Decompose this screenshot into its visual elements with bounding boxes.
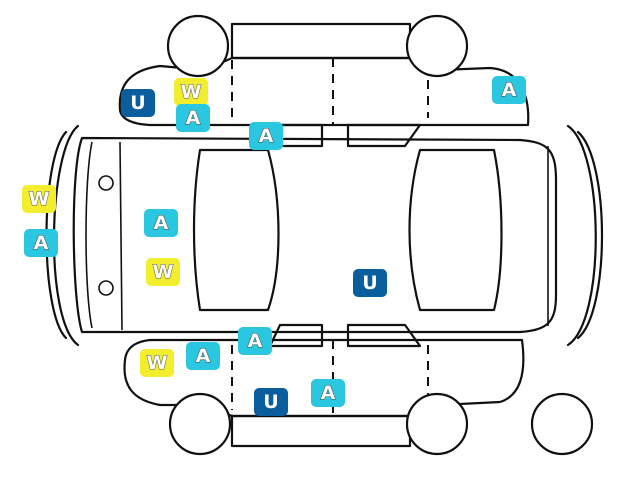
wheel-top-front (166, 14, 230, 78)
bottom-side-body (123, 338, 525, 418)
top-side-body (118, 56, 530, 127)
damage-badge-a-front-door-bottom: A (238, 327, 272, 355)
bottom-side-roof (230, 414, 412, 448)
headlight-top (98, 175, 114, 191)
front-grille-line (85, 141, 93, 329)
damage-badge-a-rear-door-bottom: A (311, 379, 345, 407)
wheel-spare (530, 392, 594, 456)
wheel-bottom-rear (405, 392, 469, 456)
damage-badge-u-roof: U (353, 269, 387, 297)
damage-badge-u-front-fender-top: U (121, 89, 155, 117)
rear-bumper-outer2 (576, 130, 604, 340)
damage-badge-a-rear-fender-top: A (492, 76, 526, 104)
bottom-side-window-front (268, 323, 324, 348)
damage-badge-a-front-door-top: A (249, 122, 283, 150)
top-side-roof (230, 22, 412, 60)
wheel-bottom-front (168, 392, 232, 456)
top-body (72, 136, 558, 334)
damage-badge-u-front-door-sill-bottom: U (254, 388, 288, 416)
car-top-view (45, 124, 604, 347)
car-side-view-bottom (123, 323, 594, 456)
headlight-bottom (98, 280, 114, 296)
damage-badge-w-front-bumper: W (22, 185, 56, 213)
car-side-view-top (118, 14, 530, 148)
damage-badge-a-hood: A (144, 209, 178, 237)
damage-badge-w-front-fender-bottom: W (140, 349, 174, 377)
damage-badge-w-hood: W (146, 258, 180, 286)
damage-badge-a-front-fender-bottom: A (186, 342, 220, 370)
damage-badge-a-front-bumper: A (24, 229, 58, 257)
rear-windshield (408, 148, 503, 312)
hood-line (119, 141, 123, 331)
bottom-side-window-rear (346, 323, 422, 348)
damage-badge-a-front-fender-top: A (176, 104, 210, 132)
front-windshield (192, 148, 280, 312)
damage-badge-w-front-fender-top: W (174, 78, 208, 106)
top-side-window-rear (346, 123, 422, 148)
rear-bumper-outer (566, 124, 597, 347)
wheel-top-rear (405, 14, 469, 78)
